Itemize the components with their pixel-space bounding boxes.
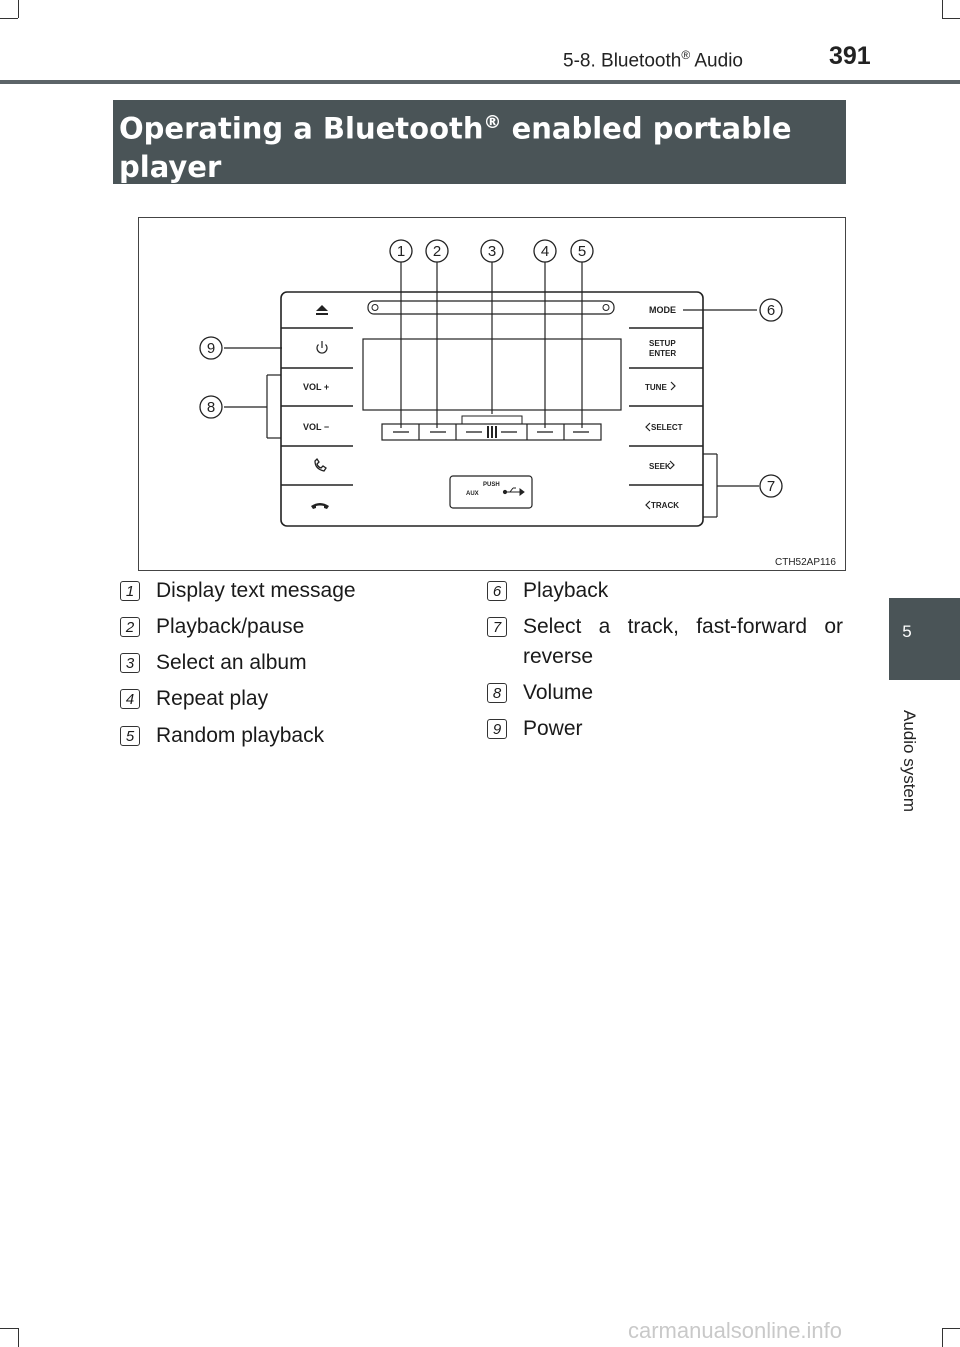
chapter-number: 5 <box>902 622 912 641</box>
aux-label: AUX <box>466 491 479 497</box>
legend-number: 1 <box>120 581 140 601</box>
legend-text: Repeat play <box>156 687 269 710</box>
callout-5-label: 5 <box>578 243 586 260</box>
legend-number: 7 <box>487 617 507 637</box>
callout-5 <box>570 239 594 263</box>
eject-icon[interactable] <box>316 305 328 315</box>
legend-text: Random playback <box>156 724 325 747</box>
callout-8 <box>199 395 223 419</box>
crop-mark <box>942 18 960 19</box>
callout-9 <box>199 336 223 360</box>
callout-3 <box>480 239 504 263</box>
left-button-column <box>281 327 353 486</box>
seek-button-label[interactable]: SEEK <box>649 462 671 471</box>
legend-text: Display text message <box>156 579 356 602</box>
legend-text: Playback/pause <box>156 615 305 638</box>
callout-4 <box>533 239 557 263</box>
legend-text: Select an album <box>156 651 307 674</box>
usb-icon <box>502 487 525 496</box>
legend-text: Volume <box>523 681 594 704</box>
callout-6 <box>759 298 783 322</box>
legend-number: 3 <box>120 653 140 673</box>
chapter-tab[interactable] <box>889 598 960 680</box>
crop-mark <box>942 0 943 18</box>
callout-7-label: 7 <box>767 478 775 495</box>
cd-slot-light-left <box>371 304 379 311</box>
callout-6-label: 6 <box>767 302 775 319</box>
legend-number: 9 <box>487 719 507 739</box>
audio-unit-figure: VOL + VOL − MODE SETUP ENTER TUNE SELECT… <box>138 217 846 571</box>
legend-text: Select a track, fast-forward or reverse <box>523 615 843 668</box>
callout-leaders <box>224 262 759 518</box>
play-pause-icon <box>487 426 497 438</box>
callout-4-label: 4 <box>541 243 549 260</box>
callout-1 <box>389 239 413 263</box>
callout-7 <box>759 474 783 498</box>
callout-8-label: 8 <box>207 399 215 416</box>
push-label: PUSH <box>483 482 500 488</box>
cd-slot-light-right <box>602 304 610 311</box>
header-rule <box>0 80 960 84</box>
phone-pickup-icon[interactable] <box>314 457 327 472</box>
callout-2-label: 2 <box>433 243 441 260</box>
crop-mark <box>0 1328 18 1329</box>
select-button-label[interactable]: SELECT <box>651 423 683 432</box>
chevron-right-icon <box>670 381 676 391</box>
audio-unit-diagram: VOL + VOL − MODE SETUP ENTER TUNE SELECT… <box>199 239 783 527</box>
legend-number: 2 <box>120 617 140 637</box>
legend-number: 8 <box>487 683 507 703</box>
legend-text: Playback <box>523 579 609 602</box>
crop-mark <box>18 0 19 18</box>
crop-mark <box>942 1328 960 1329</box>
chevron-right-icon <box>669 460 675 470</box>
preset-separators <box>418 424 565 440</box>
figure-code: CTH52AP116 <box>775 557 836 568</box>
setup-button-label[interactable]: SETUP <box>649 339 676 348</box>
chevron-left-icon <box>645 500 651 510</box>
legend-number: 6 <box>487 581 507 601</box>
section-banner <box>113 100 846 184</box>
vol-down-label[interactable]: VOL − <box>303 422 329 432</box>
track-button-label[interactable]: TRACK <box>651 501 679 510</box>
mode-button-label[interactable]: MODE <box>649 305 676 315</box>
footer-watermark: carmanualsonline.info <box>628 1318 843 1343</box>
legend-number: 5 <box>120 726 140 746</box>
preset-bracket <box>461 415 523 425</box>
crop-mark <box>18 1328 19 1347</box>
crop-mark <box>942 1328 943 1347</box>
chevron-left-icon <box>645 422 651 432</box>
callout-9-label: 9 <box>207 340 215 357</box>
callout-1-label: 1 <box>397 243 405 260</box>
right-button-column <box>629 327 703 486</box>
enter-button-label[interactable]: ENTER <box>649 349 676 358</box>
power-icon[interactable] <box>316 341 328 354</box>
callout-2 <box>425 239 449 263</box>
legend-number: 4 <box>120 689 140 709</box>
tune-button-label[interactable]: TUNE <box>645 383 667 392</box>
section-title: Operating a Bluetooth® enabled portable … <box>119 111 792 184</box>
crop-mark <box>0 18 18 19</box>
vol-up-label[interactable]: VOL + <box>303 382 329 392</box>
phone-hangup-icon[interactable] <box>311 503 329 509</box>
usb-aux-port[interactable] <box>449 475 533 509</box>
chapter-title: Audio system <box>900 710 919 813</box>
header-section-title: 5-8. Bluetooth® Audio <box>563 48 743 72</box>
callout-3-label: 3 <box>488 243 496 260</box>
page-number: 391 <box>829 42 871 70</box>
legend-text: Power <box>523 717 583 740</box>
cd-slot <box>367 300 615 315</box>
